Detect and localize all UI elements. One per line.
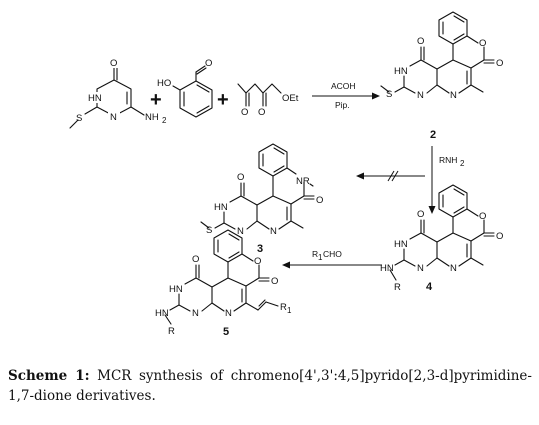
c5-atom-r1-subscript: 1 bbox=[287, 306, 292, 315]
c3-atom-s: S bbox=[206, 225, 212, 236]
compound-5-label: 5 bbox=[223, 326, 229, 338]
arrow-step-1: ACOH Pip. bbox=[312, 81, 380, 110]
c5-atom-r1: R bbox=[280, 302, 287, 313]
c5-atom-r: R bbox=[168, 326, 175, 337]
atom-label-o: O bbox=[110, 58, 117, 69]
c3-atom-n1: N bbox=[237, 226, 244, 237]
atom-label-s: S bbox=[76, 113, 82, 124]
reaction-scheme: O HN N NH 2 S + O HO + O O OEt ACOH Pip. bbox=[69, 11, 503, 338]
reagent-r1cho: R bbox=[312, 249, 318, 259]
compound-4-structure: O O O HN N N HN R bbox=[380, 184, 503, 293]
reactant-salicylaldehyde: O HO bbox=[157, 58, 213, 118]
arrow-step-2: RNH 2 bbox=[428, 146, 465, 214]
compound-4-label: 4 bbox=[426, 281, 433, 293]
c2-atom-o: O bbox=[417, 36, 424, 47]
arrow-blocked bbox=[356, 170, 425, 182]
c4-atom-n2: N bbox=[450, 263, 457, 274]
atom-label-nh2-subscript: 2 bbox=[162, 116, 167, 125]
reagent-rnh2: RNH bbox=[439, 155, 457, 165]
reactant-aminopyrimidinone: O HN N NH 2 S bbox=[69, 56, 167, 129]
c3-atom-hn: HN bbox=[214, 202, 228, 213]
atom-label-ketone-o: O bbox=[241, 107, 248, 118]
c4-atom-ring-o: O bbox=[479, 211, 486, 222]
c2-atom-n2: N bbox=[450, 90, 457, 101]
compound-5-structure: O O O HN N N HN R R 1 bbox=[155, 229, 292, 337]
c4-atom-n1: N bbox=[417, 263, 424, 274]
c5-atom-hn-amine: HN bbox=[155, 308, 169, 319]
compound-3-label: 3 bbox=[257, 243, 263, 255]
scheme-caption: Scheme 1: MCR synthesis of chromeno[4',3… bbox=[8, 366, 532, 406]
c2-atom-ring-o: O bbox=[479, 38, 486, 49]
c4-atom-hn: HN bbox=[394, 239, 408, 250]
atom-label-ho: HO bbox=[157, 78, 171, 89]
c3-atom-o: O bbox=[237, 172, 244, 183]
c5-atom-o: O bbox=[192, 254, 199, 265]
c2-atom-s: S bbox=[386, 89, 392, 100]
c4-atom-o: O bbox=[417, 209, 424, 220]
c3-atom-carbonyl-o: O bbox=[316, 195, 323, 206]
c4-atom-r: R bbox=[394, 282, 401, 293]
atom-label-n: N bbox=[110, 112, 117, 123]
caption-label: Scheme 1: bbox=[8, 368, 90, 384]
c2-atom-n1: N bbox=[417, 90, 424, 101]
caption-text: MCR synthesis of chromeno[4',3':4,5]pyri… bbox=[8, 368, 532, 404]
atom-label-ester-o: O bbox=[258, 107, 265, 118]
c5-atom-ring-o: O bbox=[254, 256, 261, 267]
compound-3-structure: NR O O HN N N S bbox=[200, 143, 323, 237]
reactant-ethyl-acetoacetate: O O OEt bbox=[237, 83, 299, 118]
compound-2-structure: O O O HN N N S bbox=[380, 11, 503, 101]
c2-atom-hn: HN bbox=[394, 66, 408, 77]
plus-sign-2: + bbox=[217, 89, 229, 111]
reagent-r1cho-subscript: 1 bbox=[318, 253, 323, 262]
atom-label-hn: HN bbox=[88, 93, 102, 104]
atom-label-nh2: NH bbox=[145, 112, 159, 123]
reagent-acoh: ACOH bbox=[331, 81, 356, 91]
c3-atom-nr: NR bbox=[296, 176, 310, 187]
atom-label-aldehyde-o: O bbox=[205, 58, 212, 69]
c3-atom-n2: N bbox=[270, 226, 277, 237]
c5-atom-carbonyl-o: O bbox=[271, 276, 278, 287]
reagent-piperidine: Pip. bbox=[335, 100, 350, 110]
reagent-r1cho-rest: CHO bbox=[323, 249, 342, 259]
arrow-step-3: R 1 CHO bbox=[282, 249, 382, 269]
c5-atom-hn: HN bbox=[169, 284, 183, 295]
c5-atom-n1: N bbox=[192, 308, 199, 319]
c5-atom-n2: N bbox=[225, 308, 232, 319]
compound-2-label: 2 bbox=[430, 129, 436, 141]
plus-sign-1: + bbox=[150, 89, 162, 111]
c4-atom-carbonyl-o: O bbox=[496, 231, 503, 242]
atom-label-oet: OEt bbox=[282, 93, 299, 104]
reagent-rnh2-subscript: 2 bbox=[460, 159, 465, 168]
c2-atom-carbonyl-o: O bbox=[496, 58, 503, 69]
c4-atom-hn-amine: HN bbox=[380, 263, 394, 274]
